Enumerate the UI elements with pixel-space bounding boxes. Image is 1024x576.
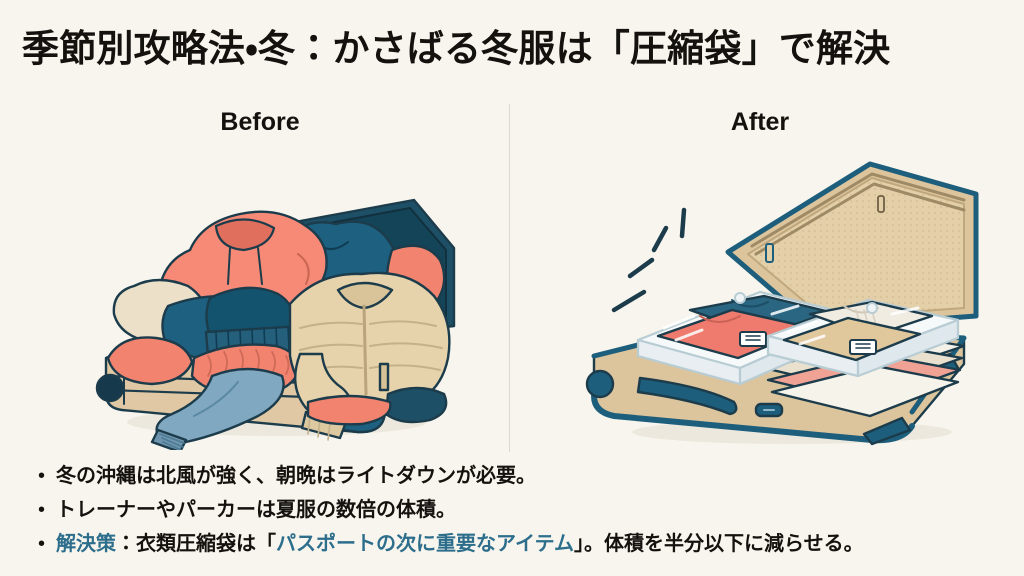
sparkle-icon [611, 207, 687, 313]
compression-bag-left [636, 290, 860, 386]
bullet-segment-highlight: パスポートの次に重要なアイテム [276, 533, 574, 555]
clothing-navy-bottom [384, 386, 448, 424]
list-item: • 冬の沖縄は北風が強く、朝晩はライトダウンが必要。 [38, 462, 1018, 490]
page-title: 季節別攻略法・冬：かさばる冬服は「圧縮袋」で解決 [22, 28, 891, 69]
bullet-marker: • [38, 499, 46, 521]
clothing-coral-left [106, 336, 194, 386]
bag-valve-right [866, 302, 878, 314]
bag-label-left [739, 331, 767, 347]
bullet-text-1: 冬の沖縄は北風が強く、朝晩はライトダウンが必要。 [56, 462, 1018, 490]
bullet-text-2: トレーナーやパーカーは夏服の数倍の体積。 [56, 496, 1018, 524]
suitcase-handle [636, 376, 738, 416]
illustration-before [62, 150, 462, 450]
column-label-after: After [730, 108, 790, 136]
bullet-segment: 冬の沖縄は北風が強く、朝晩はライトダウンが必要。 [56, 465, 536, 487]
bag-label-right [849, 339, 877, 355]
bullet-segment: 」。体積を半分以下に減らせる。 [574, 533, 864, 555]
bullet-segment: トレーナーやパーカーは夏服の数倍の体積。 [56, 499, 456, 521]
bullet-list: • 冬の沖縄は北風が強く、朝晩はライトダウンが必要。 • トレーナーやパーカーは… [38, 462, 1018, 564]
bullet-text-3: 解決策：衣類圧縮袋は「パスポートの次に重要なアイテム」。体積を半分以下に減らせる… [56, 530, 1018, 558]
bullet-marker: • [38, 465, 46, 487]
list-item: • トレーナーやパーカーは夏服の数倍の体積。 [38, 496, 1018, 524]
column-label-before: Before [220, 108, 300, 136]
list-item: • 解決策：衣類圧縮袋は「パスポートの次に重要なアイテム」。体積を半分以下に減ら… [38, 530, 1018, 558]
bullet-marker: • [38, 533, 46, 555]
suitcase-wheel-after [585, 369, 615, 399]
bullet-segment: ：衣類圧縮袋は「 [116, 533, 276, 555]
zipper-pull-icon [765, 243, 774, 263]
bag-valve-left [734, 292, 746, 304]
compression-bag-right [766, 298, 960, 378]
suitcase-wheel-before [95, 373, 125, 403]
column-divider [509, 104, 510, 452]
illustration-after [572, 150, 982, 450]
bullet-segment-highlight: 解決策 [56, 533, 116, 555]
